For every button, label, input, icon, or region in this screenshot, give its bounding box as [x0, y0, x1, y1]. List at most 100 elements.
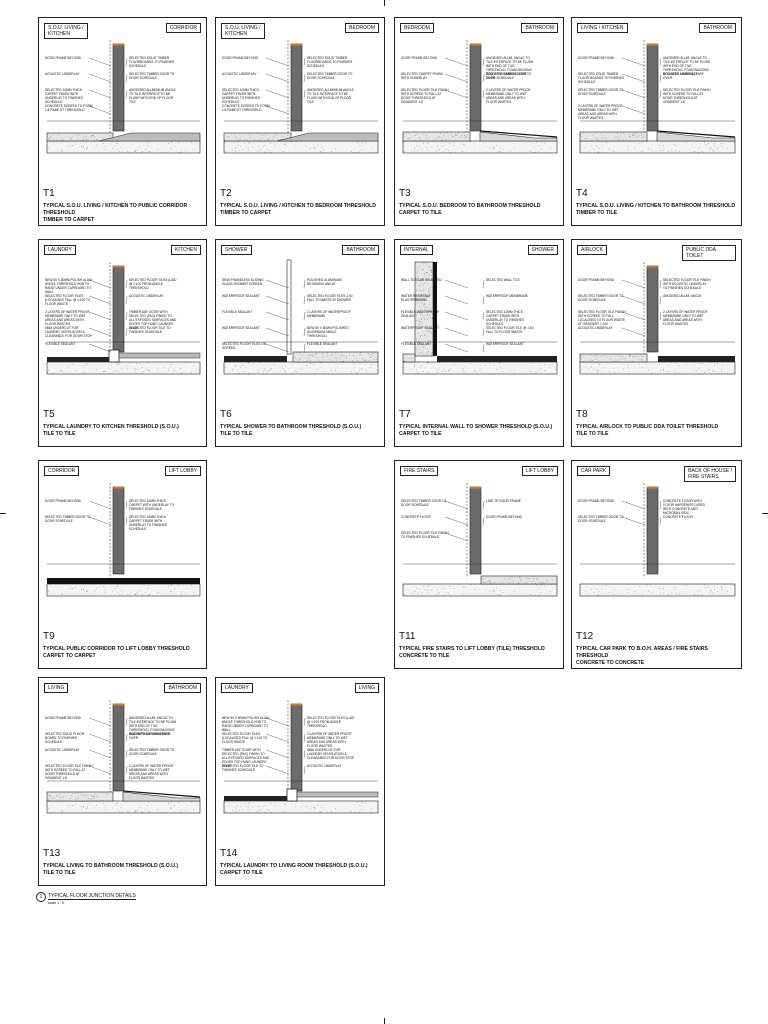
section-drawing	[223, 40, 379, 154]
leader-line	[88, 343, 112, 353]
leader-line	[303, 327, 306, 337]
leader-note: FLEXIBLE SEALANT	[45, 342, 76, 346]
leader-note: ANODISED ALUM. ANGLE TO TILE INTERFACE T…	[486, 56, 534, 80]
leader-line	[303, 73, 306, 83]
leader-line	[659, 73, 662, 83]
leader-line	[125, 327, 128, 337]
leader-line	[444, 57, 469, 67]
detail-id: T11	[399, 631, 416, 642]
room-tag-left: LIVING / KITCHEN	[577, 23, 628, 33]
detail-caption: TYPICAL PUBLIC CORRIDOR TO LIFT LOBBY TH…	[43, 646, 190, 659]
leader-note: DOOR FRAME BEYOND	[45, 716, 81, 720]
leader-note: SELECTED SOLID TIMBER FLOORBOARDS TO FIN…	[129, 56, 175, 68]
leader-note: TIMBER ADF DOOR WITH SELECTED (PAC) FINI…	[129, 310, 177, 330]
leader-note: WATERPROOF SEALANT	[222, 294, 260, 298]
door-leaf	[469, 43, 482, 132]
leader-note: ACOUSTIC UNDERLAY	[663, 72, 698, 76]
leader-line	[444, 327, 469, 337]
leader-note: SELECTED FLOOR TILE FINISH WITH SCREED T…	[663, 88, 711, 104]
leader-line	[125, 57, 128, 67]
leader-line	[265, 73, 290, 83]
leader-line	[482, 279, 485, 289]
door-leaf	[646, 265, 659, 353]
wall-tile	[433, 262, 437, 356]
tile-screed-fall	[656, 131, 736, 142]
leader-note: SELECTED 10MM THICK CARPET WITH UNDERLAY…	[129, 499, 175, 511]
leader-line	[265, 343, 290, 353]
floor-tile	[122, 790, 201, 798]
floor-tile	[479, 130, 558, 138]
leader-note: ANODISED ALUMINIUM ANGLE TO TILE INTERFA…	[307, 88, 354, 104]
leader-line	[125, 73, 128, 83]
room-tag-right: CORRIDOR	[165, 23, 201, 33]
detail-id: T6	[220, 409, 232, 420]
leader-note: 2 LAYERS OF WATER PROOF MEMBRANE ONLY TO…	[486, 88, 531, 104]
leader-line	[659, 89, 662, 99]
leader-line	[444, 279, 469, 289]
room-tag-right: BEDROOM	[345, 23, 379, 33]
detail-id: T3	[399, 188, 411, 199]
leader-note: WATER RESISTANT PLASTERBOARD	[401, 294, 431, 302]
leader-note: DOOR FRAME BEYOND	[45, 499, 81, 503]
leader-note: SELECTED FLOOR TILE TO FINISHES SCHEDULE	[129, 326, 171, 334]
room-tag-left: CORRIDOR	[44, 466, 80, 476]
section-drawing	[223, 259, 379, 375]
room-tag-right: LIFT LOBBY	[521, 466, 558, 476]
leader-line	[303, 57, 306, 67]
leader-line	[303, 295, 306, 305]
leader-line	[88, 327, 112, 337]
room-tag-right: PUBLIC DDA TOILET	[682, 245, 736, 261]
leader-note: LINE OF DOOR FRAME	[486, 499, 521, 503]
leader-line	[265, 717, 290, 727]
leader-line	[303, 343, 306, 353]
tile-screed-fall	[122, 791, 201, 802]
leader-line	[265, 279, 290, 289]
room-tag-right: LIFT LOBBY	[164, 466, 201, 476]
leader-note: SELECTED FLOOR TILES 1:60 FALL TO WASTE …	[307, 294, 353, 302]
crop-mark	[762, 513, 768, 514]
leader-line	[621, 89, 646, 99]
floor-tile	[118, 352, 201, 359]
section-drawing	[579, 40, 736, 154]
door-leaf	[112, 43, 125, 132]
glass-screen	[286, 259, 292, 355]
leader-note: SELECTED FLOOR TILE FINISH WITH ACOUSTIC…	[663, 278, 711, 290]
leader-line	[125, 516, 128, 526]
leader-note: ACOUSTIC UNDERLAY	[307, 764, 342, 768]
leader-line	[88, 57, 112, 67]
leader-line	[482, 343, 485, 353]
floor-tile	[47, 357, 117, 362]
leader-line	[621, 279, 646, 289]
leader-line	[88, 765, 112, 775]
leader-note: SELECTED FLOOR TILE FINISH WITH SCREED T…	[578, 310, 626, 326]
leader-note: FLEXIBLE SEALANT	[401, 342, 432, 346]
door-head	[291, 44, 302, 46]
section-drawing	[223, 700, 379, 814]
room-tag-left: AIRLOCK	[577, 245, 607, 255]
leader-line	[88, 279, 112, 289]
leader-note: SELECTED TIMBER DOOR TO DOOR SCHEDULE	[401, 499, 447, 507]
leader-note: ANODISED ALUMINIUM ANGLE TO TILE INTERFA…	[129, 88, 176, 104]
leader-line	[444, 73, 469, 83]
detail-id: T9	[43, 631, 55, 642]
leader-note: SELECTED SOLID TIMBER FLOORBOARDS TO FIN…	[307, 56, 353, 68]
leader-note: ANODISED ALUM. ANGLE	[663, 294, 702, 298]
leader-note: SELECTED 10MM THICK CARPET FINISH WITH U…	[45, 88, 83, 104]
leader-note: 2 LAYERS OF WATER PROOF MEMBRANE ONLY TO…	[578, 104, 623, 120]
section-drawing	[46, 700, 201, 814]
leader-note: SELECTED SOLID TIMBER FLOOR BOARDS TO FI…	[578, 72, 625, 84]
leader-note: FLEXIBLE WATERPROOF SEALANT	[401, 310, 440, 318]
detail-caption: TYPICAL S.O.U. BEDROOM TO BATHROOM THRES…	[399, 203, 541, 216]
detail-caption: TYPICAL LAUNDRY TO LIVING ROOM THRESHOLD…	[220, 863, 368, 876]
leader-line	[125, 733, 128, 743]
leader-note: SELECTED FLOOR TILES (LOCALISED FALL @ 1…	[222, 732, 268, 744]
leader-line	[88, 295, 112, 305]
leader-note: WATERPROOF SEALANT	[401, 326, 439, 330]
door-leaf	[112, 486, 125, 575]
leader-line	[125, 765, 128, 775]
leader-note: DOOR FRAME BEYOND	[578, 278, 614, 282]
leader-note: SELECTED FLOOR TILE FINISH WITH SCREED T…	[45, 764, 93, 780]
